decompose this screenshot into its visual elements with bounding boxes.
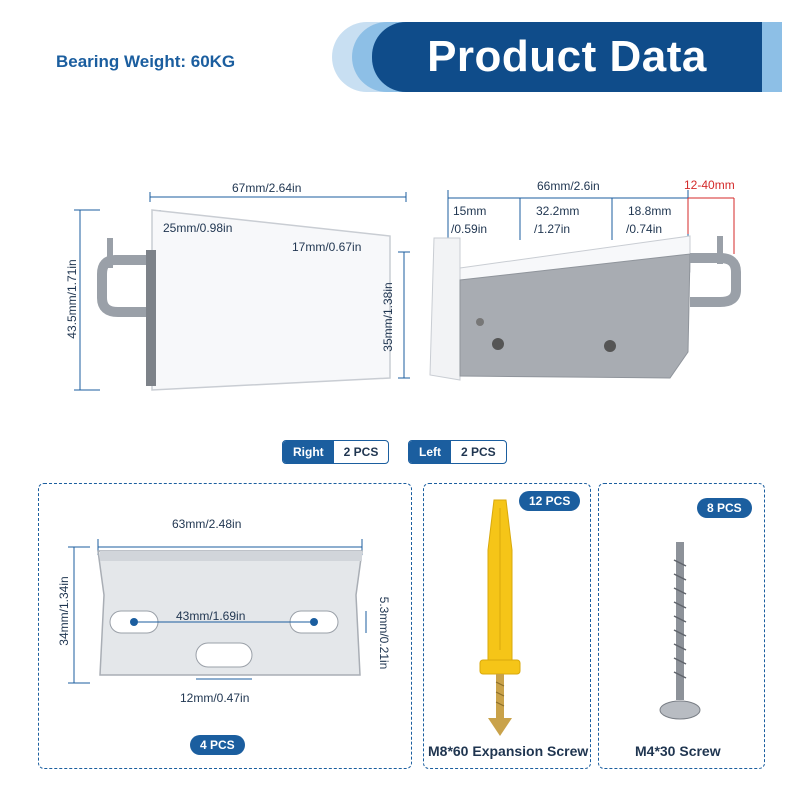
bracket-front-height-dim: 35mm/1.38in: [381, 282, 395, 352]
screw-caption: M4*30 Screw: [635, 743, 721, 759]
plate-qty-badge: 4 PCS: [190, 735, 245, 755]
adjust-range-dim: 12-40mm: [684, 178, 735, 192]
bracket-step-dim: 17mm/0.67in: [292, 240, 362, 254]
mounting-plate-illustration: [68, 539, 367, 684]
plate-height-dim: 34mm/1.34in: [57, 576, 71, 646]
left-bracket-illustration: [429, 190, 741, 381]
right-qty-pill: Right 2 PCS: [282, 440, 390, 464]
title-banner: Product Data: [372, 22, 762, 92]
screw-qty-badge: 8 PCS: [697, 498, 752, 518]
seg1-in: /0.59in: [451, 222, 488, 236]
seg2-mm: 32.2mm: [536, 204, 580, 218]
anchor-panel: [423, 483, 591, 769]
seg3-mm: 18.8mm: [628, 204, 672, 218]
seg2-in: /1.27in: [534, 222, 571, 236]
page-title: Product Data: [427, 32, 707, 81]
anchor-caption: M8*60 Expansion Screw: [428, 743, 589, 759]
plate-width-dim: 63mm/2.48in: [172, 517, 242, 531]
hole-spacing-dim: 43mm/1.69in: [176, 609, 246, 623]
bearing-weight-label: Bearing Weight: 60KG: [56, 52, 236, 71]
right-label: Right: [283, 441, 334, 463]
left-overall-dim: 66mm/2.6in: [537, 179, 600, 193]
slot-width-dim: 12mm/0.47in: [180, 691, 250, 705]
right-bracket-illustration: [74, 192, 410, 391]
right-qty: 2 PCS: [343, 445, 379, 459]
bracket-width-dim: 67mm/2.64in: [232, 181, 302, 195]
anchor-qty-badge: 12 PCS: [519, 491, 581, 511]
screw-illustration: [659, 542, 701, 720]
slot-height-dim: 5.3mm/0.21in: [377, 596, 391, 670]
bracket-top-depth-dim: 25mm/0.98in: [163, 221, 233, 235]
bracket-height-dim: 43.5mm/1.71in: [65, 259, 79, 339]
expansion-anchor-illustration: [479, 499, 521, 736]
left-label: Left: [409, 441, 451, 463]
left-qty-pill: Left 2 PCS: [408, 440, 507, 464]
left-qty: 2 PCS: [461, 445, 496, 459]
screw-panel: [598, 483, 765, 769]
seg3-in: /0.74in: [626, 222, 663, 236]
plate-panel: [38, 483, 412, 769]
seg1-mm: 15mm: [453, 204, 487, 218]
